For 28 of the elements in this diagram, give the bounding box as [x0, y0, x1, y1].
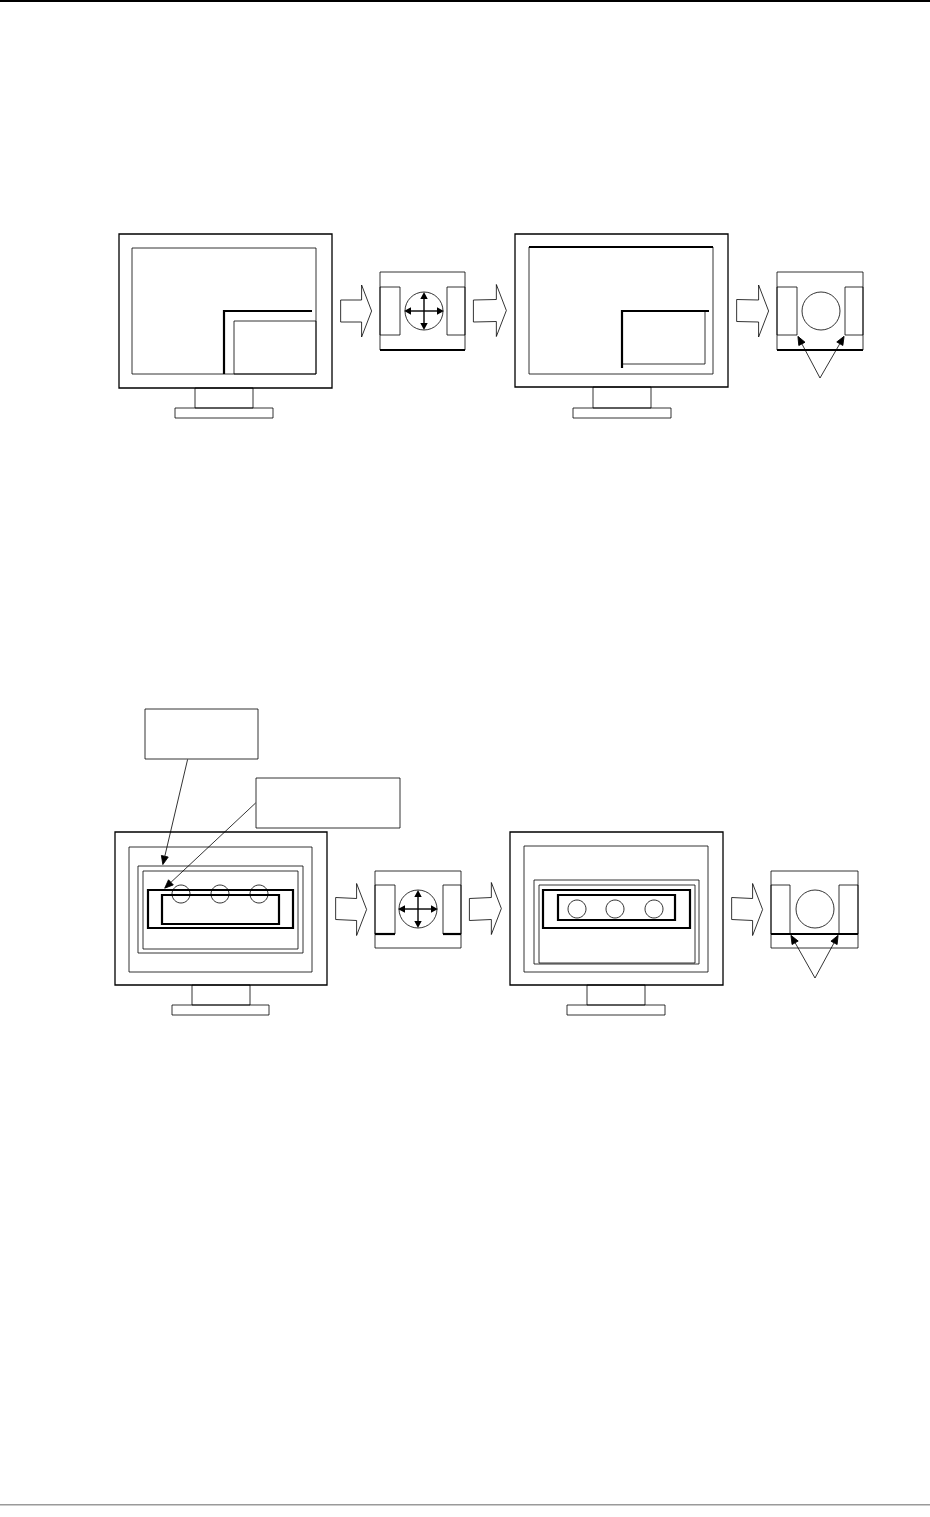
monitor-drawing [509, 831, 724, 1016]
side-button [770, 884, 791, 935]
block-arrow [736, 284, 769, 338]
block-arrow [473, 284, 507, 337]
leader-line [161, 759, 188, 865]
block-arrow [335, 883, 367, 936]
side-button [776, 286, 798, 336]
arrow [814, 934, 839, 979]
monitor-drawing [514, 233, 729, 419]
control-panel-drawing [374, 870, 462, 949]
block-arrow [340, 284, 372, 338]
control-panel-drawing [770, 870, 859, 949]
arrow [819, 335, 845, 379]
callout-box [255, 777, 401, 829]
leader-line [164, 802, 256, 889]
callout-box [144, 708, 259, 760]
arrow [790, 934, 816, 979]
window-frame [137, 865, 304, 954]
control-panel-drawing [776, 271, 864, 352]
monitor-drawing [114, 831, 328, 1016]
toolbar-drawing [146, 884, 295, 930]
block-arrow [469, 882, 502, 935]
block-arrow [731, 883, 763, 936]
control-panel-drawing [379, 271, 466, 352]
arrow [797, 335, 821, 379]
side-button [838, 884, 859, 935]
side-button [844, 286, 864, 336]
monitor-drawing [118, 233, 333, 419]
